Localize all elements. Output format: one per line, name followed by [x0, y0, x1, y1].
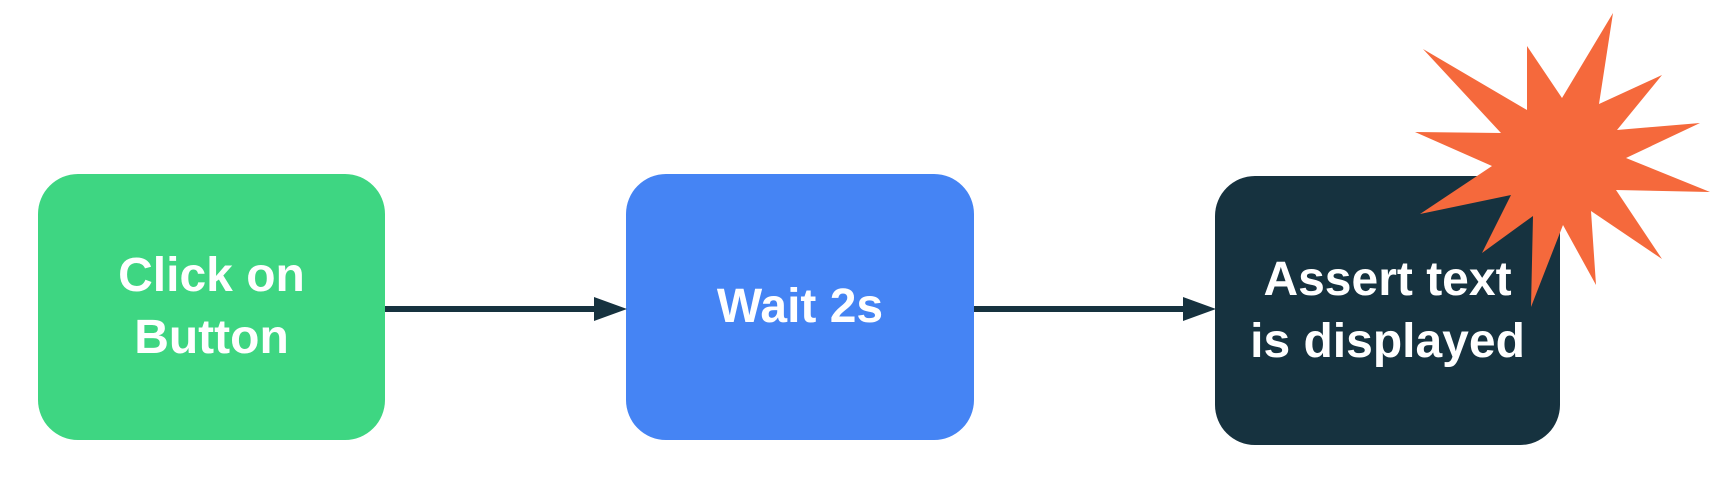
- node-assert-text-label: Assert text is displayed: [1250, 249, 1525, 373]
- node-wait-2s-label: Wait 2s: [717, 276, 883, 338]
- label-line: is displayed: [1250, 314, 1525, 368]
- label-line: Wait 2s: [716, 280, 884, 333]
- node-click-on-button[interactable]: Click on Button: [38, 174, 385, 440]
- arrow-connector-1: [385, 297, 627, 321]
- label-line: Assert text: [1263, 252, 1512, 306]
- label-line: Button: [134, 311, 289, 364]
- arrow-head-icon: [1183, 297, 1216, 321]
- node-wait-2s[interactable]: Wait 2s: [626, 174, 974, 440]
- node-click-on-button-label: Click on Button: [118, 245, 305, 369]
- label-line: Click on: [118, 249, 305, 302]
- arrow-head-icon: [594, 297, 627, 321]
- arrow-connector-2: [974, 297, 1216, 321]
- node-assert-text-is-displayed[interactable]: Assert text is displayed: [1215, 176, 1560, 445]
